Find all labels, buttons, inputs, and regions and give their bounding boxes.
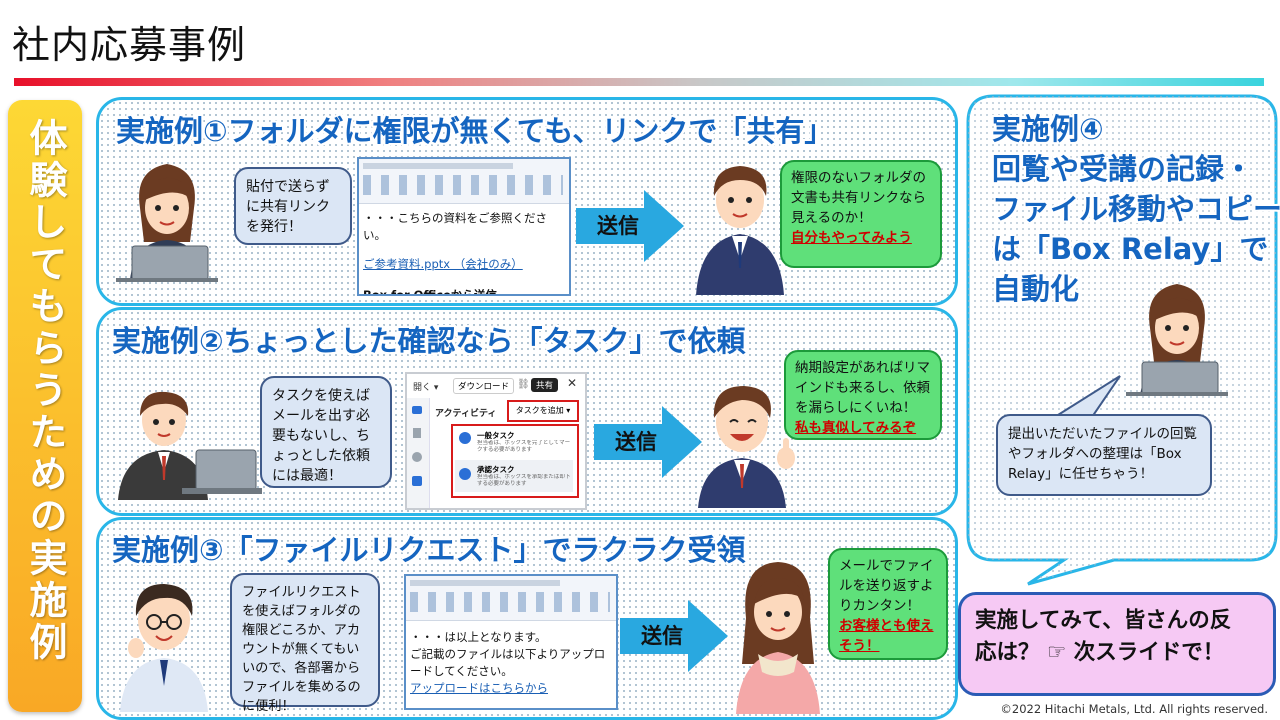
share-button[interactable]: 共有	[531, 378, 559, 392]
copyright: ©2022 Hitachi Metals, Ltd. All rights re…	[1000, 702, 1268, 716]
case1-mail-link[interactable]: ご参考資料.pptx （会社のみ）	[363, 257, 523, 271]
task2-desc: 担当者は、ボックスを承認または却下する必要があります	[477, 474, 571, 487]
info-icon[interactable]	[412, 452, 422, 462]
approval-task-icon	[459, 468, 471, 480]
case1-right-text: 権限のないフォルダの文書も共有リンクなら見えるのか！	[791, 170, 926, 226]
arrow-right-icon	[620, 600, 728, 672]
box-app-icon[interactable]	[412, 476, 422, 486]
case1-send-arrow: 送信	[576, 190, 686, 262]
case3-right-text: メールでファイルを送り返すよりカンタン！	[839, 558, 934, 614]
open-button[interactable]: 開く ▾	[413, 383, 439, 393]
case3-arrow-label: 送信	[641, 624, 683, 648]
mail-ribbon	[406, 576, 616, 621]
person-woman-laptop-icon	[1126, 284, 1228, 396]
case3-send-arrow: 送信	[620, 600, 730, 672]
title-gradient-bar	[14, 78, 1264, 86]
case3-left-bubble: ファイルリクエストを使えばフォルダの権限どころか、アカウントが無くてもいいので、…	[230, 573, 380, 714]
case1-arrow-label: 送信	[597, 214, 639, 238]
case4-title-line5: 自動化	[992, 272, 1080, 306]
case2-title: 実施例②ちょっとした確認なら「タスク」で依頼	[112, 324, 746, 358]
case3-mail-line2: ご記載のファイルは以下よりアップロードしてください。	[410, 647, 606, 678]
person-man-suit-icon	[696, 166, 784, 295]
close-icon[interactable]: ✕	[567, 376, 578, 390]
task2-title[interactable]: 承認タスク	[477, 465, 515, 474]
case4-title-line4: は「Box Relay」で	[992, 232, 1269, 266]
teaser-line3: 次スライドで！	[1073, 640, 1225, 665]
side-banner	[8, 100, 82, 712]
case2-right-bubble: 納期設定があればリマインドも来るし、依頼を漏らしにくいね！ 私も真似してみるぞ	[784, 350, 942, 440]
person-woman-laptop-icon	[116, 164, 218, 282]
link-icon[interactable]: ⛓	[517, 379, 530, 390]
arrow-right-icon	[594, 406, 702, 478]
pointing-hand-icon: ☞	[1047, 640, 1067, 665]
activity-label: アクティビティ	[435, 409, 497, 419]
person-woman-scarf-icon	[736, 562, 820, 714]
case3-mail-line1: ・・・は以上となります。	[410, 630, 547, 644]
case2-right-emphasis: 私も真似してみるぞ	[795, 420, 917, 436]
case2-right-text: 納期設定があればリマインドも来るし、依頼を漏らしにくいね！	[795, 360, 930, 416]
comment-icon[interactable]	[412, 406, 422, 414]
slide-title: 社内応募事例	[12, 23, 247, 67]
case1-mail-line1: ・・・こちらの資料をご参照ください。	[363, 211, 547, 242]
person-man-glasses-icon	[120, 584, 208, 712]
case2-send-arrow: 送信	[594, 406, 704, 478]
teaser-line1: 実施してみて、皆さんの反	[975, 608, 1232, 633]
teaser-line2: 応は？	[975, 640, 1040, 665]
case1-right-bubble: 権限のないフォルダの文書も共有リンクなら見えるのか！ 自分もやってみよう	[780, 160, 942, 268]
case3-mail-link[interactable]: アップロードはこちらから	[410, 681, 548, 695]
task1-title[interactable]: 一般タスク	[477, 431, 515, 440]
case1-mail-screenshot: ・・・こちらの資料をご参照ください。 ご参考資料.pptx （会社のみ） Box…	[357, 157, 571, 296]
general-task-icon	[459, 432, 471, 444]
person-man-laptop-icon	[118, 391, 262, 500]
add-task-button[interactable]: タスクを追加 ▾	[507, 400, 579, 422]
person-man-thumbsup-icon	[698, 386, 795, 508]
file-icon[interactable]	[413, 428, 421, 438]
case4-title-line3: ファイル移動やコピー	[992, 192, 1280, 226]
task1-desc: 担当者は、ボックスを完了としてマークする必要があります	[477, 440, 571, 453]
case1-title: 実施例①フォルダに権限が無くても、リンクで「共有」	[116, 114, 834, 148]
case1-left-bubble: 貼付で送らずに共有リンクを発行！	[234, 167, 352, 245]
case2-arrow-label: 送信	[615, 430, 657, 454]
side-banner-text: 体験してもらうための実施例	[23, 118, 67, 664]
case1-right-emphasis: 自分もやってみよう	[791, 230, 912, 246]
mail-ribbon	[359, 159, 569, 204]
case4-title-line2: 回覧や受講の記録・	[992, 152, 1254, 186]
case4-bubble: 提出いただいたファイルの回覧やフォルダへの整理は「Box Relay」に任せちゃ…	[996, 414, 1212, 496]
case4-title-line1: 実施例④	[992, 112, 1104, 146]
case2-left-bubble: タスクを使えばメールを出す必要もないし、ちょっとした依頼には最適！	[260, 376, 392, 488]
case2-box-panel-screenshot: 開く ▾ ダウンロード ⛓ 共有 ✕ アクティビティ タスクを追加 ▾ 一般タス…	[405, 372, 587, 510]
case3-right-bubble: メールでファイルを送り返すよりカンタン！ お客様とも使えそう！	[828, 548, 948, 660]
case3-title: 実施例③「ファイルリクエスト」でラクラク受領	[112, 533, 746, 567]
download-button[interactable]: ダウンロード	[453, 378, 515, 394]
case3-mail-screenshot: ・・・は以上となります。 ご記載のファイルは以下よりアップロードしてください。 …	[404, 574, 618, 710]
teaser-box: 実施してみて、皆さんの反 応は？ ☞ 次スライドで！	[958, 592, 1276, 696]
case1-mail-footer: Box for Officeから送信	[363, 288, 497, 296]
arrow-right-icon	[576, 190, 684, 262]
case3-right-emphasis: お客様とも使えそう！	[839, 618, 934, 654]
